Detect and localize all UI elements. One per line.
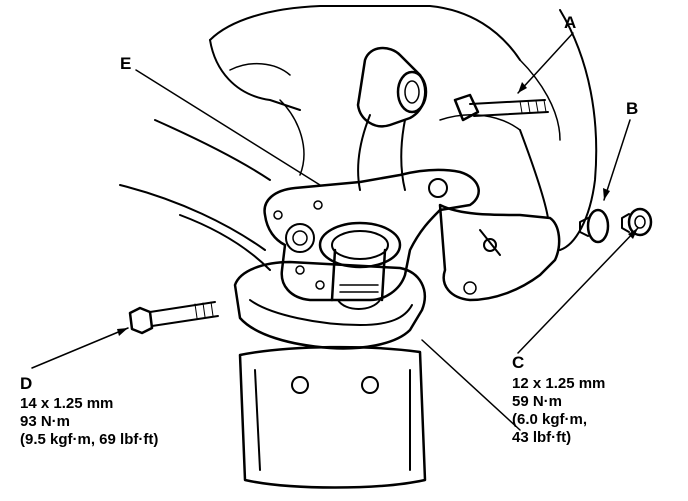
leader-b (603, 119, 631, 201)
leader-lines (31, 32, 639, 431)
knuckle-arm (438, 129, 561, 302)
callout-d-letter: D (20, 374, 33, 393)
washer-and-nut (579, 207, 653, 244)
leader-a (517, 32, 574, 94)
leader-e (135, 69, 321, 186)
callout-c-spec-line-4: 43 lbf·ft) (512, 429, 572, 446)
upper-bushing (356, 46, 428, 191)
arrowhead-d (117, 328, 128, 336)
callout-d-spec-line-1: 14 x 1.25 mm (20, 395, 114, 412)
subframe-outline (209, 5, 598, 251)
lower-arm-lines (119, 119, 271, 271)
callout-c-letter: C (512, 353, 525, 372)
arrowhead-c (628, 228, 638, 239)
callout-c-spec-line-3: (6.0 kgf·m, (512, 411, 588, 428)
leader-c (517, 227, 639, 354)
leader-d (31, 327, 129, 369)
callout-c-spec-line-1: 12 x 1.25 mm (512, 375, 606, 392)
callout-d-spec-line-2: 93 N·m (20, 413, 71, 430)
leader-lower (421, 339, 521, 431)
callout-c-spec-line-2: 59 N·m (512, 393, 563, 410)
lower-base (233, 260, 427, 489)
bolt-d (128, 301, 219, 335)
arrowhead-a (518, 82, 527, 93)
callout-b-letter: B (626, 99, 639, 118)
callout-d-spec-line-3: (9.5 kgf·m, 69 lbf·ft) (20, 431, 159, 448)
steering-knuckle (263, 168, 480, 310)
bolt-a (453, 93, 549, 122)
arrowhead-b (603, 188, 610, 200)
callout-e-letter: E (120, 54, 132, 73)
callout-a-letter: A (564, 13, 577, 32)
